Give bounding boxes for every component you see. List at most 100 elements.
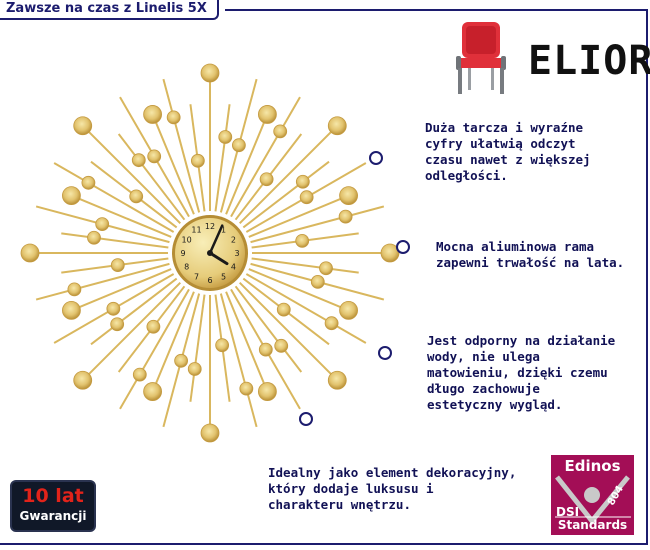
clock-ornament-ball [67,282,82,297]
page-title: Zawsze na czas z Linelis 5X [0,0,219,20]
certification-dsi: DSI [556,505,580,519]
callout-4-line: który dodaje luksusu i [268,481,434,496]
clock-spoke [61,232,169,249]
clock-spoke [250,205,385,244]
clock-ornament-ball [200,423,220,443]
clock-minute-hand [208,224,224,255]
callout-1-line: czasu nawet z większej [425,152,591,167]
clock-spoke [35,262,170,301]
clock-ornament-ball [324,316,339,331]
callout-2-line: Mocna aliuminowa rama [436,239,595,254]
callout-text-4: Idealny jako element dekoracyjny, który … [268,465,516,513]
clock-ornament-ball [274,338,289,353]
clock-ornament-ball [218,130,233,144]
callout-1-line: odległości. [425,168,508,183]
certification-standards: Standards [557,518,628,532]
callout-1-line: Duża tarcza i wyraźne [425,120,584,135]
clock-spoke [251,257,359,274]
clock-ornament-ball [258,105,277,124]
callout-text-1: Duża tarcza i wyraźne cyfry ułatwią odcz… [425,120,591,184]
callout-1-line: cyfry ułatwią odczyt [425,136,576,151]
clock-ornament-ball [276,302,291,317]
certification-emblem-icon [555,475,631,525]
clock-ornament-ball [339,301,358,320]
clock-ornament-ball [190,153,205,168]
clock-numeral: 11 [191,226,201,235]
clock-ornament-ball [95,217,110,232]
clock-ornament-ball [338,209,353,224]
clock-ornament-ball [310,274,325,289]
clock-ornament-ball [146,319,161,334]
brand-name: ELIOR [528,38,650,84]
clock-spoke [119,288,190,410]
clock-spoke [71,268,172,312]
clock-ornament-ball [129,189,144,204]
clock-ornament-ball [147,149,162,164]
clock-spoke [225,114,269,215]
clock-ornament-ball [143,382,162,401]
callout-marker-2 [396,240,410,254]
clock-ornaments [20,63,400,443]
clock-ornament-ball [339,186,358,205]
clock-ornament-ball [20,243,40,263]
callout-marker-1 [369,151,383,165]
clock-ornament-ball [319,261,333,276]
callout-marker-3 [378,346,392,360]
clock-ornament-ball [239,381,254,396]
clock-ornament-ball [106,301,121,316]
clock-ornament-ball [231,138,246,153]
clock-ornament-ball [295,174,310,189]
clock-ornament-ball [295,233,310,248]
callout-4-line: Idealny jako element dekoracyjny, [268,465,517,480]
clock-numeral: 4 [231,263,236,272]
clock-ornament-ball [299,190,314,205]
clock-ornament-ball [131,153,146,168]
clock-ornament-ball [258,342,273,357]
clock-ornament-ball [187,362,202,376]
clock-ornament-ball [110,258,125,273]
clock-ornament-ball [327,370,347,390]
clock-ornament-ball [174,353,189,368]
callout-3-line: matowieniu, dzięki czemu [427,365,608,380]
clock-spoke [90,277,178,346]
callout-3-line: estetyczny wygląd. [427,397,563,412]
clock-ornament-ball [259,172,274,187]
clock-ornament-ball [258,382,277,401]
clock-numeral: 7 [194,272,199,281]
clock-ornament-ball [62,301,81,320]
clock-numeral: 9 [180,249,185,258]
warranty-badge: 10 lat Gwarancji [10,480,96,532]
clock-ornament-ball [215,338,230,353]
clock-spoke [151,291,195,392]
brand-logo: ELIOR [448,20,650,100]
clock-numeral: 5 [221,272,226,281]
clock-ornament-ball [327,116,347,136]
frame-line-bottom [0,543,648,545]
clock-spoke [242,160,330,229]
callout-3-line: wody, nie ulega [427,349,540,364]
clock-ornament-ball [132,367,147,382]
clock-spoke [82,125,182,225]
frame-line-top [225,9,648,11]
callout-text-2: Mocna aliuminowa rama zapewni trwałość n… [436,239,624,271]
clock-numeral: 2 [231,236,236,245]
clock-center-pin [207,250,213,256]
clock-numeral: 10 [182,236,192,245]
clock-spoke [234,285,303,373]
clock-hour-hand [208,251,229,266]
clock-spoke [82,281,182,381]
clock-ornament-ball [200,63,220,83]
callout-text-3: Jest odporny na działanie wody, nie uleg… [427,333,615,413]
clock-ornament-ball [73,370,93,390]
armchair-icon [456,22,506,94]
clock-numeral: 1 [221,226,226,235]
clock-numeral: 8 [184,263,189,272]
clock-spoke [117,133,186,221]
callout-3-line: długo zachowuje [427,381,540,396]
clock-spoke [245,273,367,344]
clock-ornament-ball [62,186,81,205]
callout-4-line: charakteru wnętrzu. [268,497,411,512]
clock-spoke [189,294,206,402]
clock-ornament-ball [81,175,96,190]
